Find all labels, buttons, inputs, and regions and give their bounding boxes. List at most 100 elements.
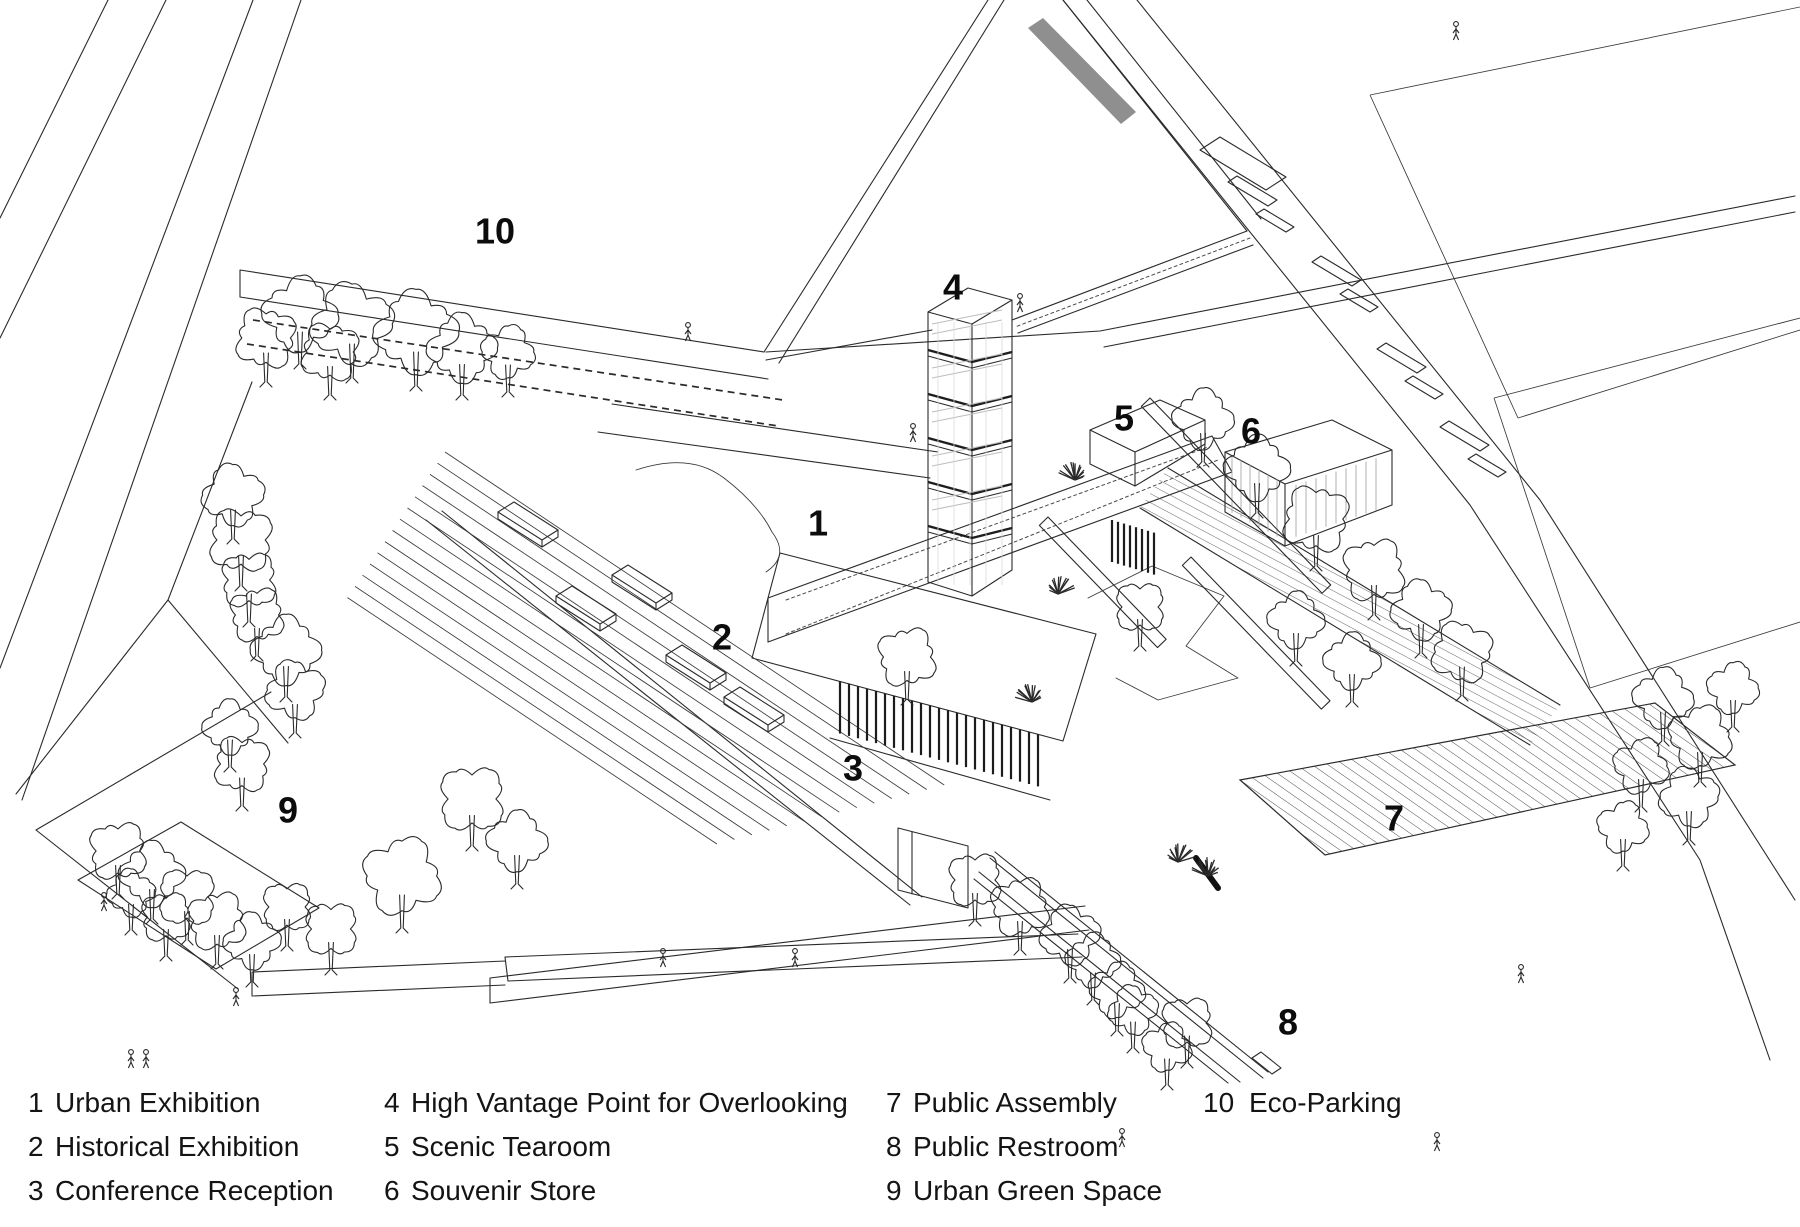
- person-figure: [100, 892, 108, 912]
- tree: [989, 876, 1050, 956]
- legend-number: 4: [384, 1087, 400, 1118]
- tree: [1596, 800, 1650, 872]
- tree: [479, 323, 536, 398]
- tree: [141, 892, 191, 962]
- tree: [105, 867, 157, 936]
- legend-item-3: 3 Conference Reception: [28, 1175, 334, 1207]
- tree: [1631, 666, 1695, 747]
- person-figure: [1016, 293, 1024, 313]
- area-label-2: 2: [712, 617, 732, 658]
- tree: [300, 322, 360, 401]
- legend-label: Souvenir Store: [411, 1175, 597, 1206]
- legend-number: 9: [886, 1175, 902, 1206]
- tree: [209, 508, 273, 592]
- person-figure: [1452, 21, 1460, 41]
- legend-number: 3: [28, 1175, 44, 1206]
- tree: [1282, 485, 1350, 572]
- legend-label: Urban Exhibition: [55, 1087, 261, 1118]
- tree: [1667, 704, 1733, 788]
- promenade-hatched: [1139, 467, 1561, 746]
- area-label-1: 1: [808, 503, 828, 544]
- tree: [1064, 931, 1122, 1006]
- public-assembly-deck: [1238, 702, 1737, 856]
- legend-number: 5: [384, 1131, 400, 1162]
- legend-label: Eco-Parking: [1249, 1087, 1402, 1118]
- legend-label: High Vantage Point for Overlooking: [411, 1087, 848, 1118]
- person-figure: [684, 322, 692, 342]
- tree: [222, 911, 282, 988]
- legend-item-9: 9 Urban Green Space: [886, 1175, 1162, 1207]
- tree: [1222, 433, 1292, 519]
- person-figure: [659, 948, 667, 968]
- tree: [1171, 387, 1235, 468]
- area-label-8: 8: [1278, 1002, 1298, 1043]
- tree-alley: [973, 851, 1282, 1084]
- shrub: [1058, 461, 1085, 481]
- area-label-3: 3: [843, 748, 863, 789]
- legend-label: Conference Reception: [55, 1175, 334, 1206]
- person-figure: [1118, 1128, 1126, 1148]
- roads-top-left: [0, 0, 302, 801]
- tree: [235, 307, 297, 388]
- tree: [260, 274, 340, 370]
- tree: [1106, 984, 1160, 1054]
- legend-number: 1: [28, 1087, 44, 1118]
- tree: [1657, 765, 1721, 846]
- tree: [1266, 590, 1326, 667]
- area-label-9: 9: [278, 790, 298, 831]
- ramp-bar-building: [767, 435, 1233, 643]
- tree: [229, 587, 285, 662]
- person-figure: [142, 1049, 150, 1069]
- tree: [1038, 903, 1102, 984]
- tree: [1389, 578, 1453, 659]
- tree: [309, 281, 396, 384]
- tree: [305, 903, 357, 976]
- person-figure: [232, 987, 240, 1007]
- person-figure: [127, 1049, 135, 1069]
- tree: [877, 627, 937, 706]
- tree: [1322, 631, 1382, 708]
- person-figure: [909, 423, 917, 443]
- shrub: [1014, 684, 1042, 703]
- tree: [200, 462, 266, 545]
- tree: [425, 311, 499, 401]
- legend-item-6: 6 Souvenir Store: [384, 1175, 596, 1207]
- legend-number: 10: [1203, 1087, 1235, 1118]
- legend-item-1: 1 Urban Exhibition: [28, 1087, 260, 1119]
- tree-band-wall: [239, 269, 784, 427]
- area-label-5: 5: [1114, 398, 1134, 439]
- legend-item-2: 2 Historical Exhibition: [28, 1131, 299, 1163]
- legend-item-4: 4 High Vantage Point for Overlooking: [384, 1087, 848, 1119]
- legend-item-10: 10 Eco-Parking: [1203, 1087, 1402, 1119]
- tree: [372, 288, 461, 392]
- observation-tower: [927, 287, 1013, 597]
- tree: [201, 698, 259, 773]
- terrace-boundaries: [425, 510, 923, 906]
- tree: [213, 735, 271, 812]
- person-figure: [1433, 1132, 1441, 1152]
- legend-item-8: 8 Public Restroom: [886, 1131, 1118, 1163]
- tree: [187, 891, 247, 970]
- shrub: [1191, 857, 1219, 877]
- tree: [159, 869, 215, 946]
- tree: [1087, 960, 1147, 1037]
- main-slab-building: [597, 403, 1239, 801]
- tree: [1430, 620, 1494, 702]
- tree: [440, 767, 504, 852]
- long-bench-bar: [251, 933, 1083, 997]
- tree: [249, 613, 323, 703]
- plazas-right: [1369, 6, 1800, 689]
- tree: [221, 552, 277, 628]
- tree: [1342, 538, 1406, 621]
- central-road-v: [763, 0, 1262, 364]
- trees-layer: [89, 274, 1761, 1091]
- shrub: [1167, 843, 1195, 863]
- legend-label: Scenic Tearoom: [411, 1131, 612, 1162]
- legend-label: Historical Exhibition: [55, 1131, 300, 1162]
- north-boundary: [765, 195, 1796, 353]
- tree: [264, 659, 326, 739]
